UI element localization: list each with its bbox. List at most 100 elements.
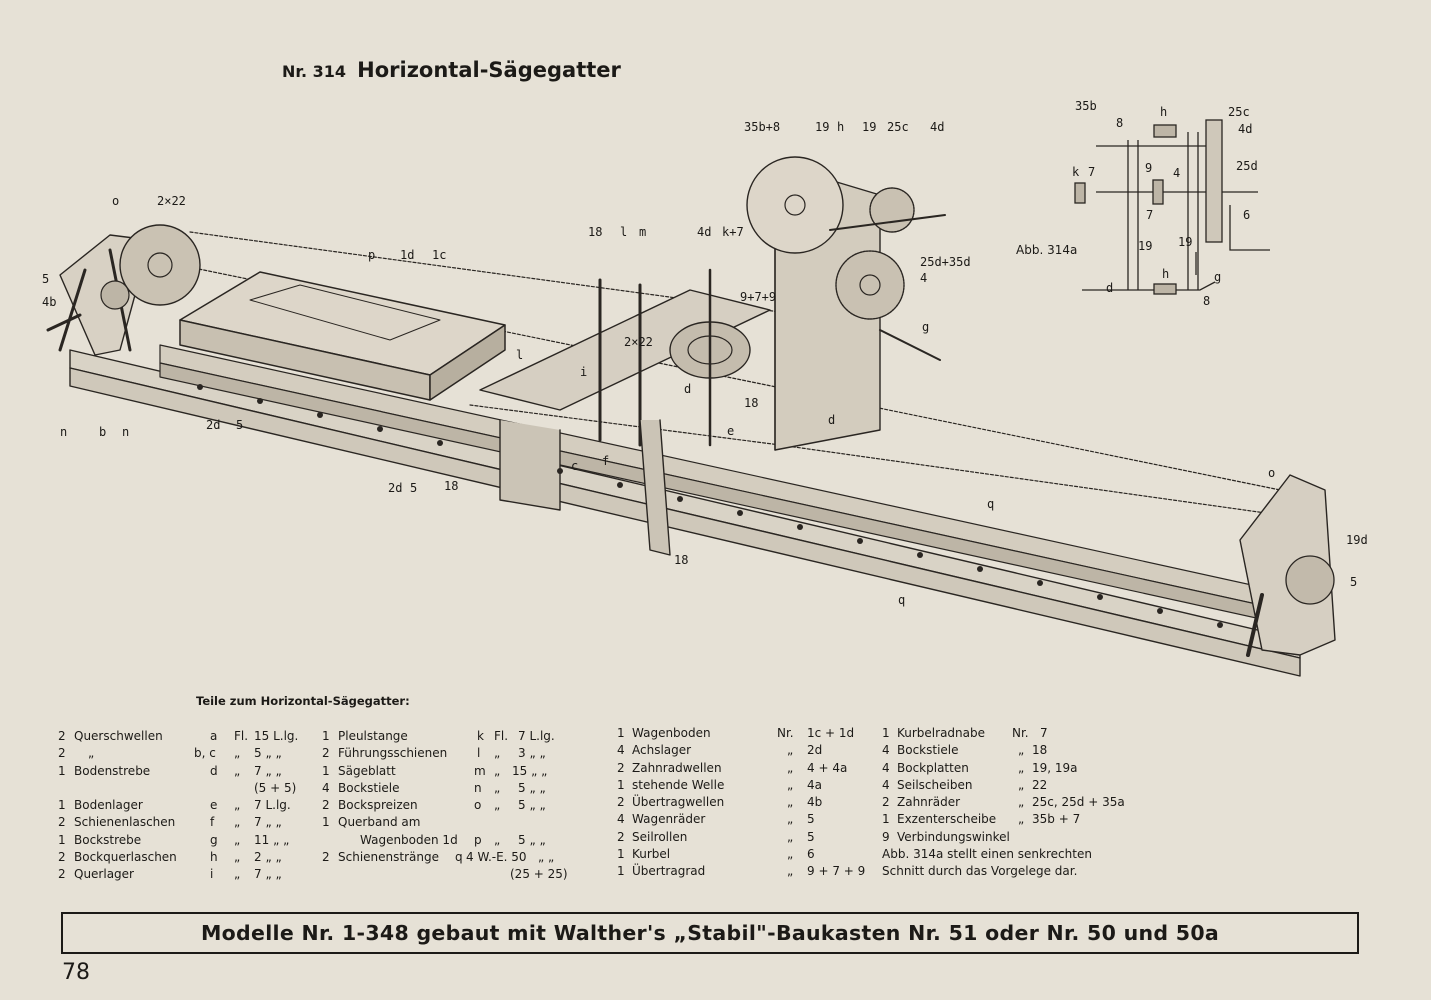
callout: n [122, 425, 129, 439]
model-number: Nr. 314 [282, 62, 347, 81]
section-callout: 7 [1088, 165, 1095, 179]
section-callout: 6 [1243, 208, 1250, 222]
callout: 5 [410, 481, 417, 495]
callout: 1c [432, 248, 446, 262]
section-callout: k [1072, 165, 1080, 179]
callout: l [620, 225, 627, 239]
section-caption: Abb. 314a [1016, 243, 1077, 257]
section-callout: 4d [1238, 122, 1252, 136]
page-number: 78 [62, 960, 90, 985]
callout: m [639, 225, 646, 239]
callout-labels: o 2×22 5 4b n b n p 1d 1c 2d 5 2d 5 18 1… [42, 120, 1368, 607]
callout: h [837, 120, 844, 134]
callout: 4 [920, 271, 927, 285]
parts-row: (5 + 5) [254, 780, 297, 795]
callout: f [602, 454, 609, 468]
callout: 2×22 [624, 335, 653, 349]
callout: 5 [42, 272, 49, 286]
callout: d [684, 382, 691, 396]
callout: 4d [697, 225, 711, 239]
parts-row: 2„b, c„5 „ „ [58, 746, 282, 761]
section-callout: h [1162, 267, 1169, 281]
model-name: Horizontal-Sägegatter [357, 58, 621, 82]
callout: o [112, 194, 119, 208]
callout: 19 [815, 120, 829, 134]
callout: 4d [930, 120, 944, 134]
callout: 4b [42, 295, 56, 309]
callout: q [987, 497, 994, 511]
section-callout: 19 [1178, 235, 1192, 249]
callout: 18 [588, 225, 602, 239]
section-callout: 25c [1228, 105, 1250, 119]
callout: n [60, 425, 67, 439]
callout: 2×22 [157, 194, 186, 208]
callout: o [1268, 466, 1275, 480]
callout: 18 [674, 553, 688, 567]
callout: k+7 [722, 225, 744, 239]
parts-note-line: Abb. 314a stellt einen senkrechten [882, 847, 1092, 862]
section-callout: d [1106, 281, 1113, 295]
callout: l [516, 348, 523, 362]
section-callout: 8 [1203, 294, 1210, 308]
callout: p [368, 248, 375, 262]
callout: g [922, 320, 929, 334]
model-title: Nr. 314 Horizontal-Sägegatter [282, 58, 621, 82]
parts-note-line: Schnitt durch das Vorgelege dar. [882, 864, 1078, 879]
callout: i [580, 365, 587, 379]
models-banner: Modelle Nr. 1-348 gebaut mit Walther's „… [61, 912, 1359, 954]
section-callout: 35b [1075, 99, 1097, 113]
callout: 19 [862, 120, 876, 134]
section-callout: h [1160, 105, 1167, 119]
callout: e [727, 424, 734, 438]
callout: 2d [388, 481, 402, 495]
parts-row: (25 + 25) [510, 867, 568, 882]
callout: 1d [400, 248, 414, 262]
section-callout: 7 [1146, 208, 1153, 222]
callout: b [99, 425, 106, 439]
callout: 5 [236, 418, 243, 432]
section-callout: 4 [1173, 166, 1180, 180]
callout: d [828, 413, 835, 427]
callout: 25d+35d [920, 255, 971, 269]
callout: 18 [444, 479, 458, 493]
callout: 18 [744, 396, 758, 410]
callout: 35b+8 [744, 120, 780, 134]
callout: q [898, 593, 905, 607]
section-callout: g [1214, 270, 1221, 284]
parts-heading: Teile zum Horizontal-Sägegatter: [196, 694, 410, 708]
callout: 25c [887, 120, 909, 134]
technical-drawing: o 2×22 5 4b n b n p 1d 1c 2d 5 2d 5 18 1… [42, 99, 1368, 677]
